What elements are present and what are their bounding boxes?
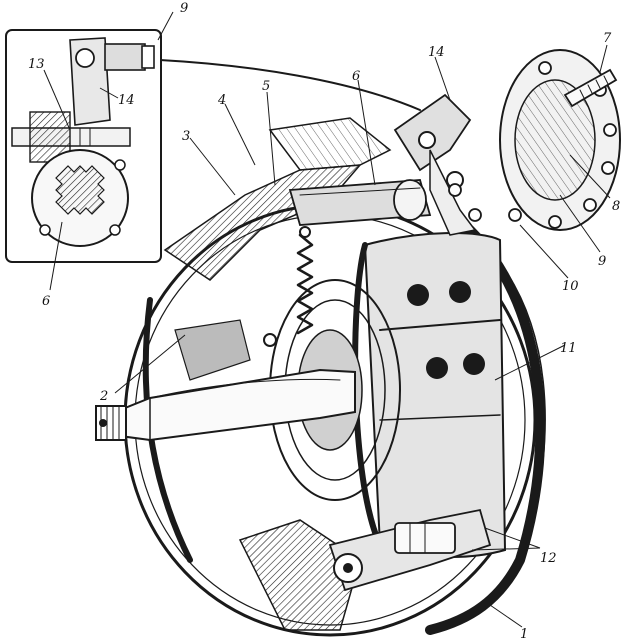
- callout-13: 13: [28, 57, 45, 72]
- inset-splined-hub: [31, 149, 129, 247]
- callout-9-inset: 9: [180, 1, 188, 16]
- inset-detail: [5, 29, 162, 263]
- callout-8: 8: [612, 199, 620, 214]
- callout-9: 9: [598, 254, 606, 269]
- brake-shoe: [352, 232, 507, 558]
- callout-12: 12: [540, 551, 557, 566]
- callout-labels: 9 13 14 6 3 4 5 6 14 7 8 9 10 11 2 12 1: [28, 1, 620, 642]
- adjusting-screw: [563, 68, 618, 108]
- flange-plate: [448, 49, 621, 231]
- leader-lines: [43, 11, 611, 628]
- callout-1: 1: [520, 627, 528, 642]
- callout-2: 2: [99, 389, 108, 404]
- callout-3: 3: [182, 129, 190, 144]
- camshaft: [288, 179, 432, 226]
- inset-lever: [69, 37, 155, 126]
- brake-line: [159, 59, 421, 111]
- callout-6-inset: 6: [42, 294, 50, 309]
- callout-14-inset: 14: [118, 93, 135, 108]
- slack-adjuster: [393, 93, 477, 236]
- inset-worm-gear: [11, 111, 131, 163]
- callout-6: 6: [352, 69, 360, 84]
- callout-5: 5: [262, 79, 270, 94]
- shaft-thread: [95, 405, 127, 441]
- anchor-pins: [328, 508, 492, 592]
- callout-7: 7: [603, 31, 612, 46]
- callout-14: 14: [428, 45, 445, 60]
- callout-4: 4: [217, 93, 226, 108]
- axle-shaft: [95, 368, 356, 442]
- return-spring: [263, 226, 314, 347]
- callout-11: 11: [560, 341, 577, 356]
- callout-10: 10: [562, 279, 579, 294]
